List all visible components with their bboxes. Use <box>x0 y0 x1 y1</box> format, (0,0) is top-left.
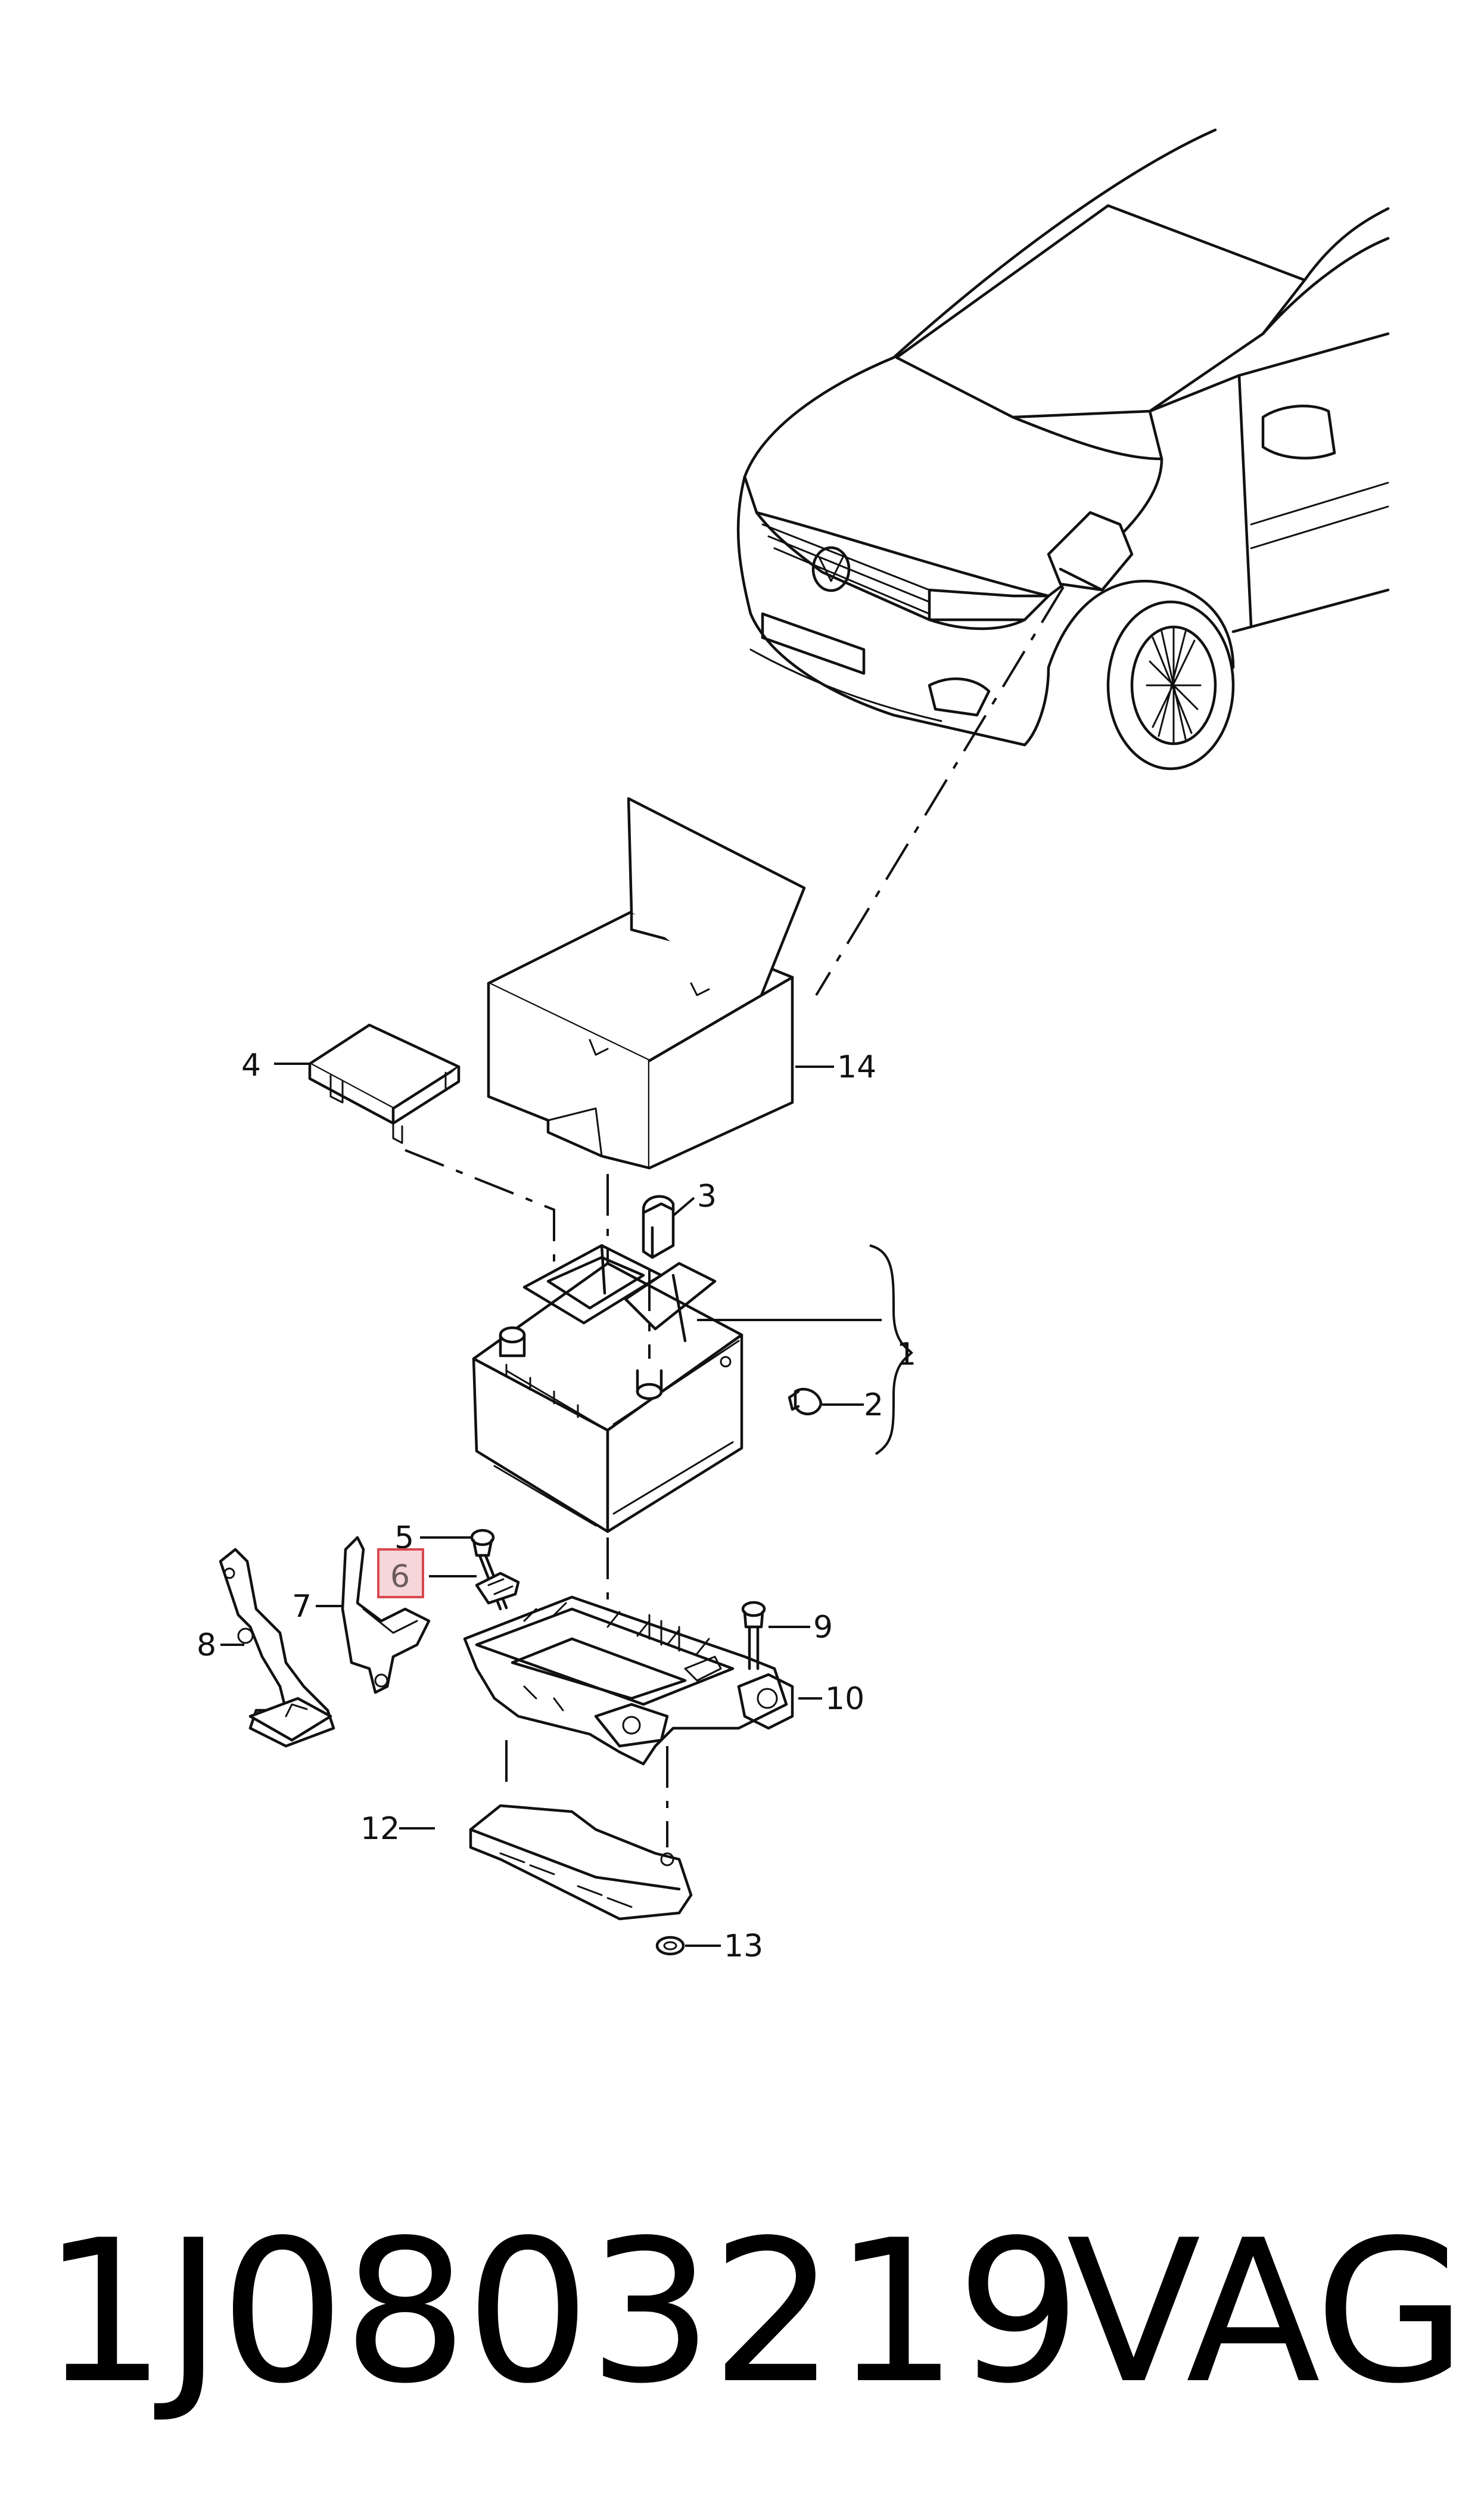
battery-tray-part-10 <box>463 1595 822 1766</box>
callout-14: 14 <box>837 1049 876 1085</box>
bolt-part-9 <box>741 1601 810 1670</box>
callout-2: 2 <box>864 1387 883 1423</box>
battery-part-1 <box>472 1244 913 1533</box>
callout-6: 6 <box>390 1559 410 1595</box>
vehicle-illustration <box>736 128 1390 996</box>
callout-labels: 1 2 3 4 5 6 7 8 9 10 12 13 14 <box>197 1048 916 1964</box>
terminal-cap-part-3 <box>642 1195 695 1359</box>
callout-4: 4 <box>241 1048 261 1083</box>
vent-plug-part-2 <box>788 1387 864 1415</box>
callout-10: 10 <box>825 1681 864 1717</box>
callout-3: 3 <box>697 1179 717 1215</box>
brand-label: VAG <box>1066 2198 1467 2427</box>
callout-13: 13 <box>724 1928 763 1964</box>
bolt-part-5 <box>420 1529 508 1611</box>
callout-9: 9 <box>813 1610 833 1645</box>
base-plate-part-12 <box>399 1740 693 1921</box>
callout-1: 1 <box>897 1337 916 1372</box>
battery-cover-part-14 <box>487 797 834 1170</box>
nut-part-13 <box>655 1936 721 1956</box>
callout-7: 7 <box>292 1589 312 1625</box>
callout-6-highlight <box>377 1548 424 1598</box>
part-number-label: 1J0803219 <box>42 2198 1081 2427</box>
terminal-cover-part-4 <box>274 1023 555 1263</box>
callout-12: 12 <box>360 1811 400 1847</box>
clamp-part-6 <box>429 1571 520 1605</box>
bracket-part-8 <box>219 1548 335 1748</box>
callout-8: 8 <box>197 1627 216 1663</box>
bracket-part-7 <box>316 1536 431 1694</box>
